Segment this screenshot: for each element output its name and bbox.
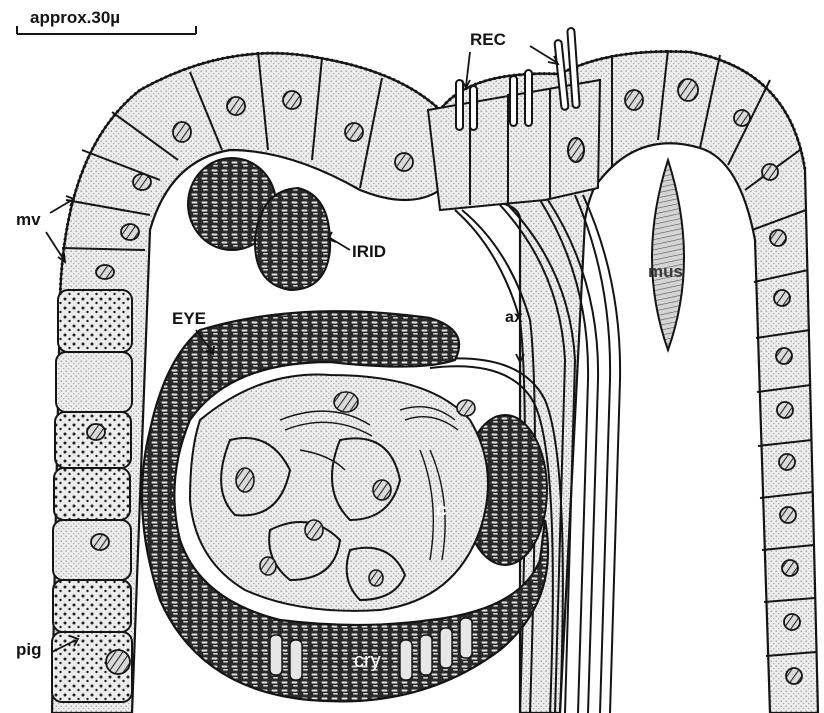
axon-label: ax [505, 309, 523, 327]
muscle-label: mus [648, 262, 683, 282]
scale-bar-label: approx.30µ [30, 8, 120, 28]
iridophore-label: IRID [352, 242, 386, 262]
receptor-label: REC [470, 30, 506, 50]
eye-label: EYE [172, 309, 206, 329]
microvilli-label: mv [16, 210, 41, 230]
cell-label: c [436, 500, 447, 522]
muscle-cell [652, 160, 684, 350]
pigment-cells [52, 290, 132, 702]
crystalline-label: cry [354, 650, 381, 673]
pigment-label: pig [16, 640, 42, 660]
iridophores [188, 158, 330, 290]
